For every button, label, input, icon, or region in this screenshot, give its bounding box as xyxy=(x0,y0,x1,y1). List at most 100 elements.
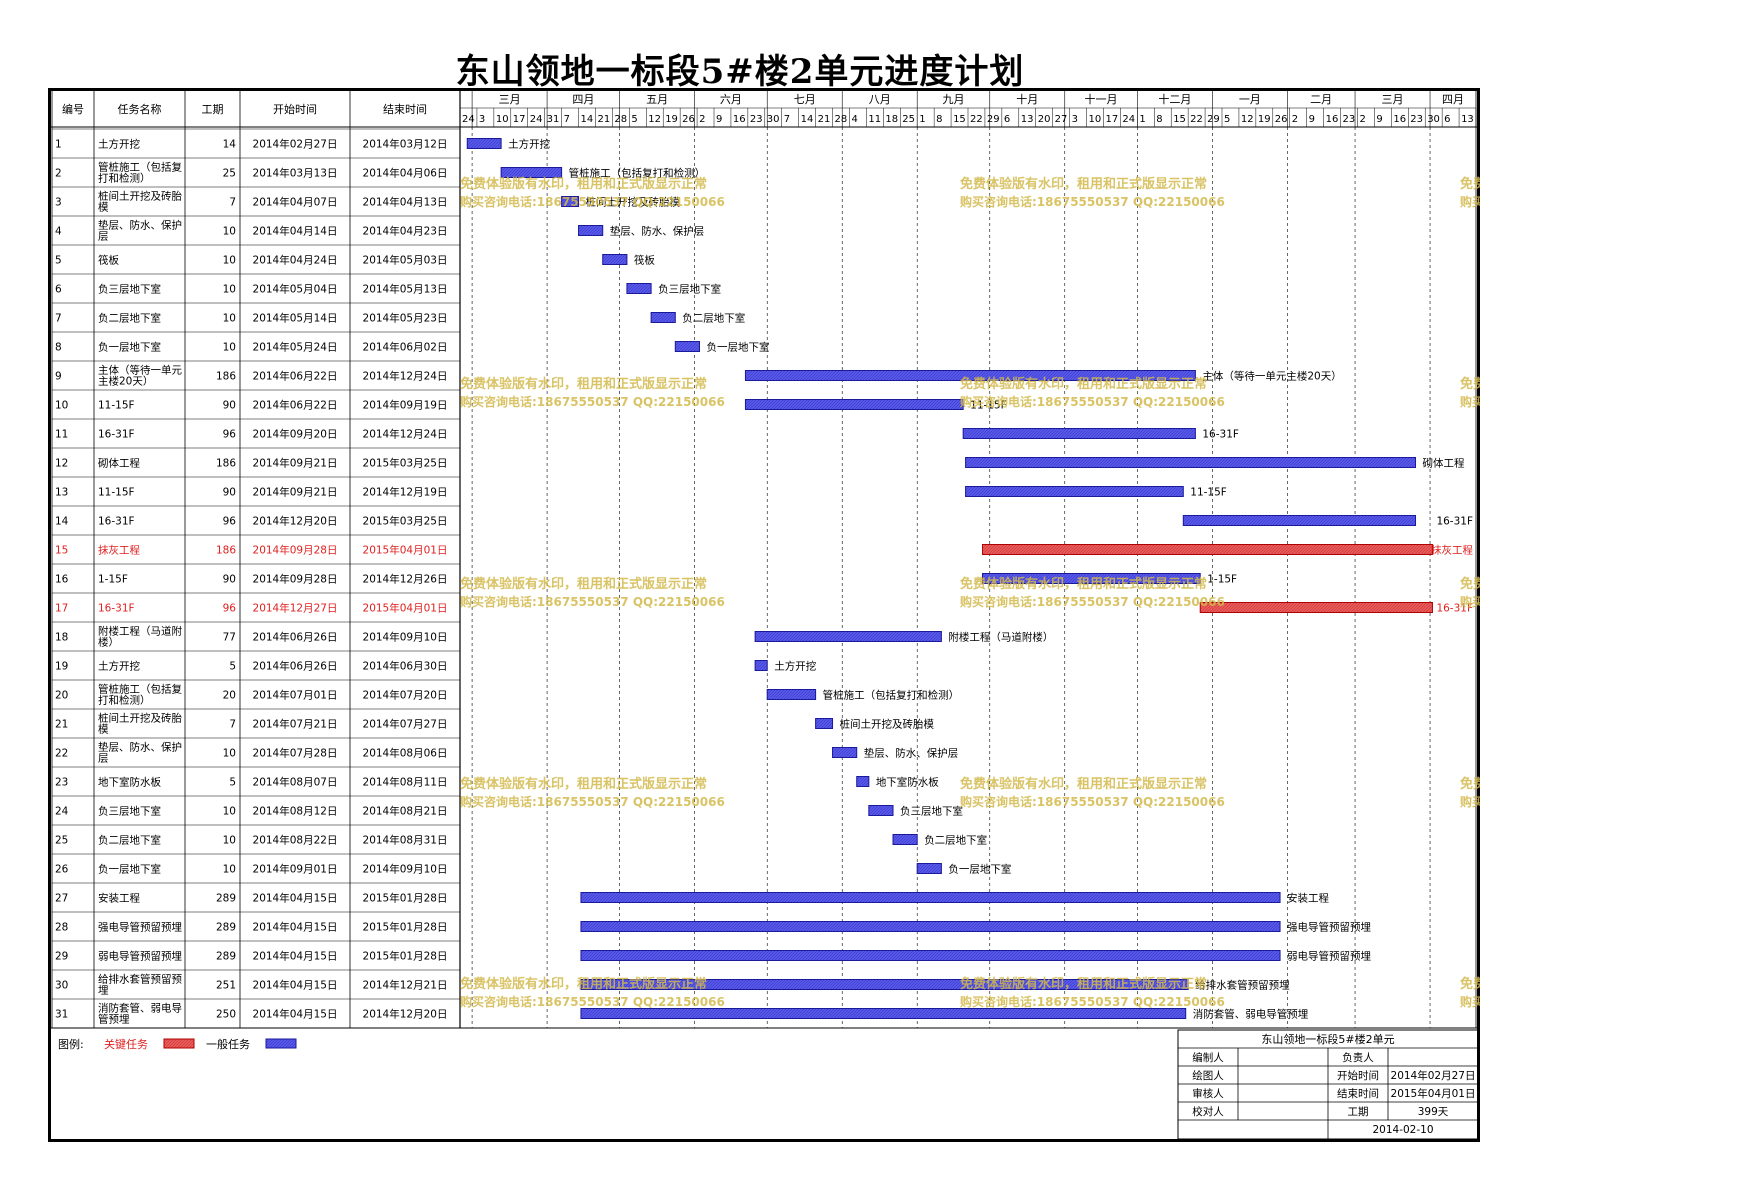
task-end: 2015年04月01日 xyxy=(363,602,448,615)
task-end: 2014年08月06日 xyxy=(363,747,448,760)
task-start: 2014年12月27日 xyxy=(253,602,338,615)
task-duration: 10 xyxy=(223,313,236,325)
week-tick-label: 16 xyxy=(733,114,746,125)
week-tick-label: 2 xyxy=(1359,114,1365,125)
task-end: 2014年05月03日 xyxy=(363,254,448,267)
task-name: 1-15F xyxy=(98,574,128,586)
task-bar-label: 11-15F xyxy=(970,400,1007,412)
watermark-line1: 免费体验版有水印，租用和正式版显示正常 xyxy=(960,176,1207,192)
task-name: 筏板 xyxy=(98,254,119,267)
task-duration: 10 xyxy=(223,748,236,760)
watermark-line2: 购买咨询电话:18675550537 QQ:22150066 xyxy=(1460,394,1480,409)
week-tick-label: 13 xyxy=(1021,114,1034,125)
task-end: 2014年06月30日 xyxy=(363,660,448,673)
task-bar xyxy=(754,660,768,671)
week-tick-label: 15 xyxy=(1173,114,1186,125)
watermark-line2: 购买咨询电话:18675550537 QQ:22150066 xyxy=(460,794,725,809)
week-tick-label: 30 xyxy=(767,114,780,125)
task-id: 12 xyxy=(55,458,68,470)
task-name: 垫层、防水、保护层 xyxy=(98,219,182,243)
month-label: 三月 xyxy=(499,93,521,106)
task-duration: 289 xyxy=(216,922,236,934)
task-start: 2014年04月24日 xyxy=(253,254,338,267)
task-name: 负一层地下室 xyxy=(98,341,161,354)
task-name: 垫层、防水、保护层 xyxy=(98,741,182,765)
task-start: 2014年08月12日 xyxy=(253,805,338,818)
task-start: 2014年05月04日 xyxy=(253,283,338,296)
task-bar-label: 负二层地下室 xyxy=(924,834,987,847)
info-label: 编制人 xyxy=(1192,1051,1224,1064)
watermark-line2: 购买咨询电话:18675550537 QQ:22150066 xyxy=(960,594,1225,609)
page-title: 东山领地一标段5#楼2单元进度计划 xyxy=(455,52,1025,92)
task-id: 15 xyxy=(55,545,68,557)
task-id: 1 xyxy=(55,139,62,151)
task-bar xyxy=(766,689,817,700)
header-id: 编号 xyxy=(62,102,84,116)
info-box-date: 2014-02-10 xyxy=(1372,1124,1433,1136)
task-duration: 186 xyxy=(216,371,236,383)
task-bar xyxy=(868,805,894,816)
info-value: 399天 xyxy=(1418,1106,1449,1118)
task-name: 负三层地下室 xyxy=(98,805,161,818)
task-duration: 14 xyxy=(223,139,237,151)
task-start: 2014年08月07日 xyxy=(253,776,338,789)
task-id: 2 xyxy=(55,168,62,180)
watermark-line1: 免费体验版有水印，租用和正式版显示正常 xyxy=(960,776,1207,792)
watermark-line2: 购买咨询电话:18675550537 QQ:22150066 xyxy=(460,194,725,209)
task-name: 强电导管预留预埋 xyxy=(98,921,182,934)
task-start: 2014年06月26日 xyxy=(253,660,338,673)
task-duration: 10 xyxy=(223,284,236,296)
week-tick-label: 26 xyxy=(682,114,695,125)
week-tick-label: 29 xyxy=(1207,114,1220,125)
task-name: 管桩施工（包括复打和检测） xyxy=(98,161,182,185)
task-duration: 96 xyxy=(223,516,237,528)
task-duration: 10 xyxy=(223,342,236,354)
task-id: 11 xyxy=(55,429,68,441)
task-start: 2014年04月15日 xyxy=(253,892,338,905)
task-name: 桩间土开挖及砖胎模 xyxy=(98,712,182,736)
task-name: 主体（等待一单元主楼20天） xyxy=(98,364,182,388)
task-id: 9 xyxy=(55,371,62,383)
task-bar xyxy=(1182,515,1417,526)
watermark-line1: 免费体验版有水印，租用和正式版显示正常 xyxy=(460,176,707,192)
task-duration: 289 xyxy=(216,893,236,905)
task-duration: 10 xyxy=(223,255,236,267)
info-label: 校对人 xyxy=(1192,1105,1224,1118)
task-bar-label: 附楼工程（马道附楼） xyxy=(948,631,1053,644)
task-start: 2014年09月28日 xyxy=(253,544,338,557)
watermark-line1: 免费体验版有水印，租用和正式版显示正常 xyxy=(1460,976,1480,992)
task-duration: 90 xyxy=(223,487,236,499)
legend-critical-label: 关键任务 xyxy=(104,1037,148,1051)
week-tick-label: 28 xyxy=(835,114,848,125)
task-name: 土方开挖 xyxy=(98,138,140,151)
week-tick-label: 3 xyxy=(479,114,485,125)
task-bar-label: 负三层地下室 xyxy=(658,283,721,296)
task-bar-label: 负一层地下室 xyxy=(948,863,1011,876)
week-tick-label: 24 xyxy=(1122,114,1135,125)
task-id: 26 xyxy=(55,864,69,876)
task-end: 2015年01月28日 xyxy=(363,892,448,905)
week-tick-label: 4 xyxy=(851,114,857,125)
week-tick-label: 12 xyxy=(1241,114,1254,125)
header-end: 结束时间 xyxy=(383,103,427,116)
week-tick-label: 3 xyxy=(1072,114,1078,125)
task-start: 2014年09月21日 xyxy=(253,486,338,499)
week-tick-label: 16 xyxy=(1326,114,1339,125)
task-end: 2015年04月01日 xyxy=(363,544,448,557)
task-bar-label: 16-31F xyxy=(1436,603,1473,615)
watermark-line1: 免费体验版有水印，租用和正式版显示正常 xyxy=(1460,576,1480,592)
task-start: 2014年05月24日 xyxy=(253,341,338,354)
task-name: 16-31F xyxy=(98,429,135,441)
task-end: 2014年05月13日 xyxy=(363,283,448,296)
month-label: 十一月 xyxy=(1085,92,1118,106)
watermark-line2: 购买咨询电话:18675550537 QQ:22150066 xyxy=(960,794,1225,809)
week-tick-label: 14 xyxy=(581,114,594,125)
task-end: 2014年09月19日 xyxy=(363,399,448,412)
task-start: 2014年07月01日 xyxy=(253,689,338,702)
week-tick-label: 10 xyxy=(1089,114,1102,125)
month-label: 三月 xyxy=(1382,93,1404,106)
task-bar-label: 16-31F xyxy=(1202,429,1239,441)
info-box-title: 东山领地一标段5#楼2单元 xyxy=(1261,1032,1394,1046)
task-name: 负二层地下室 xyxy=(98,834,161,847)
